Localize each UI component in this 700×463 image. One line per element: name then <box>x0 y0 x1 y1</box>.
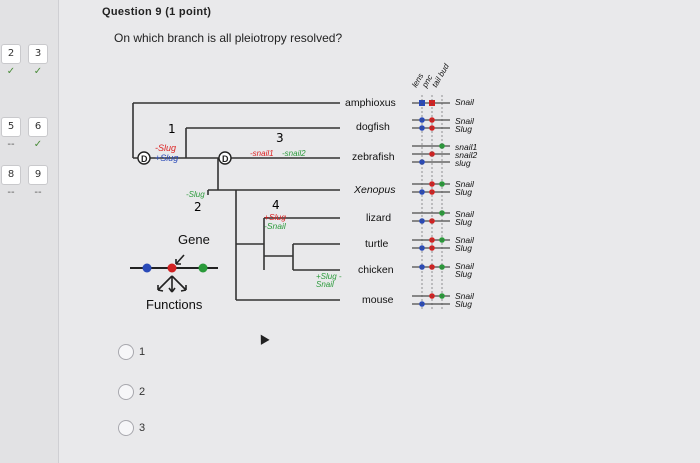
branch-4-red-label: +Slug <box>264 212 286 222</box>
unanswered-dash: -- <box>7 187 15 198</box>
branch-4-green-label: -Snail <box>264 221 286 231</box>
gene-label: Slug <box>455 217 473 227</box>
unanswered-dash: -- <box>34 187 42 198</box>
gene-label: Snail <box>455 291 474 301</box>
gene-label: Snail <box>455 209 474 219</box>
svg-text:D: D <box>222 154 229 164</box>
branch-number-3: 3 <box>276 131 284 145</box>
option-label: 2 <box>139 386 146 398</box>
taxon-label: dogfish <box>356 121 390 133</box>
gene-label: Snail <box>455 116 474 126</box>
question-title: Question 9 (1 point) <box>102 6 212 18</box>
gene-label: snail2 <box>455 150 478 160</box>
gene-label: Snail <box>455 235 474 245</box>
question-nav-2[interactable]: 2 <box>1 44 21 64</box>
gene-label: Snail <box>455 179 474 189</box>
radio-button[interactable] <box>118 344 134 360</box>
question-nav-sidebar: 2 3 ✓ ✓ 5 6 -- ✓ 8 9 -- -- <box>0 0 59 463</box>
taxon-label: Xenopus <box>354 184 396 196</box>
expression-dot <box>439 143 445 149</box>
radio-button[interactable] <box>118 384 134 400</box>
taxon-label: turtle <box>365 238 389 250</box>
answer-option-1[interactable]: 1 <box>118 344 145 360</box>
duplication-node: D <box>137 151 151 165</box>
branch-number-1: 1 <box>168 122 176 136</box>
gene-function-legend-icon <box>130 254 218 293</box>
question-nav-5[interactable]: 5 <box>1 117 21 137</box>
gene-label: Slug <box>455 299 473 309</box>
branch-3-green-label: -snail2 <box>282 149 306 158</box>
question-nav-9[interactable]: 9 <box>28 165 48 185</box>
branch-1-gain-label: +Slug <box>155 153 179 163</box>
branch-2-label: -Slug <box>186 190 205 199</box>
taxon-label: chicken <box>358 264 394 276</box>
gene-label: Slug <box>455 187 473 197</box>
question-nav-8[interactable]: 8 <box>1 165 21 185</box>
option-label: 1 <box>139 346 146 358</box>
taxon-label: amphioxus <box>345 97 396 109</box>
taxon-label: mouse <box>362 294 394 306</box>
taxon-label: zebrafish <box>352 151 395 163</box>
gene-label: Snail <box>455 97 474 107</box>
gene-label: Slug <box>455 124 473 134</box>
branch-number-2: 2 <box>194 200 202 214</box>
tree-branches <box>132 102 340 301</box>
expression-dot <box>419 159 425 165</box>
question-nav-3[interactable]: 3 <box>28 44 48 64</box>
gene-label: slug <box>455 158 471 168</box>
unanswered-dash: -- <box>7 139 15 150</box>
gene-label: Slug <box>455 269 473 279</box>
gene-label: snail1 <box>455 142 478 152</box>
taxon-label: lizard <box>366 212 392 224</box>
answered-check-icon: ✓ <box>33 139 43 150</box>
answer-option-2[interactable]: 2 <box>118 384 145 400</box>
branch-number-4: 4 <box>272 198 280 212</box>
question-text: On which branch is all pleiotropy resolv… <box>114 31 343 45</box>
gene-label: Snail <box>455 261 474 271</box>
answered-check-icon: ✓ <box>6 66 16 77</box>
expression-dot <box>429 151 435 157</box>
answer-option-3[interactable]: 3 <box>118 420 145 436</box>
svg-text:D: D <box>141 154 148 164</box>
expression-dots <box>412 95 450 310</box>
legend-functions-label: Functions <box>146 297 203 312</box>
branch-3-red-label: -snail1 <box>250 149 274 158</box>
gene-label: Slug <box>455 243 473 253</box>
duplication-node: D <box>218 151 232 165</box>
branch-1-loss-label: -Slug <box>155 143 177 153</box>
radio-button[interactable] <box>118 420 134 436</box>
question-nav-6[interactable]: 6 <box>28 117 48 137</box>
branch-5-label: +Slug -Snail <box>316 272 342 289</box>
option-label: 3 <box>139 422 146 434</box>
answered-check-icon: ✓ <box>33 66 43 77</box>
legend-gene-label: Gene <box>178 232 210 247</box>
